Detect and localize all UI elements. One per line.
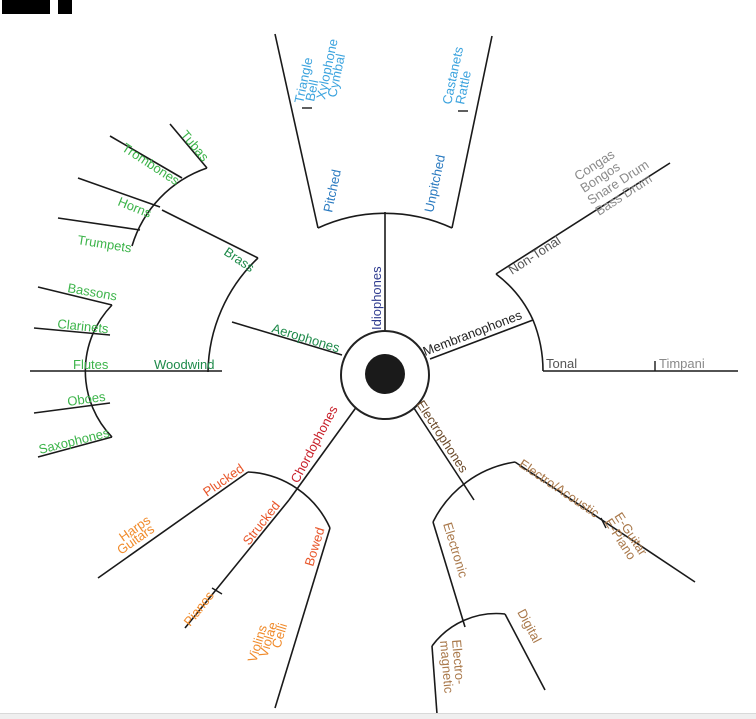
label-oboes: Oboes [66,389,107,409]
label-clarinets: Clarinets [57,316,110,336]
branch-lines [30,33,738,715]
label-membranophones: Membranophones [421,307,525,359]
label-flutes: Flutes [73,357,109,372]
aerophones-group: Aerophones Brass Woodwind Tubas Trombone… [37,127,342,457]
label-chordophones: Chordophones [287,403,341,486]
label-saxophones: Saxophones [37,425,111,457]
chordophones-group: Chordophones Plucked Strucked Bowed Harp… [114,403,341,664]
label-unpitched: Unpitched [421,153,448,213]
label-timpani: Timpani [659,356,705,371]
label-electrophones: Electrophones [413,397,471,475]
cropped-title-fragment [0,0,90,14]
membranophones-group: Membranophones Non-Tonal Tonal Timpani C… [421,146,705,371]
label-electro: Electro- [449,639,468,685]
label-trombones: Trombones [119,140,182,188]
idiophones-group: Idiophones Pitched Unpitched Triangle Be… [291,37,474,330]
label-electro-acoustic: Electro/Acoustic [516,456,602,521]
label-idiophones: Idiophones [369,266,384,330]
label-woodwind: Woodwind [154,357,214,372]
label-tonal: Tonal [546,356,577,371]
label-rattle: Rattle [452,69,474,105]
label-tubas: Tubas [178,127,213,164]
label-non-tonal: Non-Tonal [505,233,563,278]
label-strucked: Strucked [240,498,283,548]
label-pianos: Pianos [181,588,218,629]
label-plucked: Plucked [200,461,246,500]
center-hub [340,330,430,420]
label-pitched: Pitched [320,168,344,214]
label-electronic: Electronic [440,520,471,579]
electrophones-group: Electrophones Electro/Acoustic Electroni… [413,397,650,694]
label-celli: Celli [269,621,291,650]
label-aerophones: Aerophones [270,321,342,356]
label-magnetic: magnetic [437,640,457,694]
label-trumpets: Trumpets [77,232,134,255]
label-bell: Bell [302,78,321,102]
bottom-strip [0,713,756,719]
black-circle-hub-icon [365,354,405,394]
